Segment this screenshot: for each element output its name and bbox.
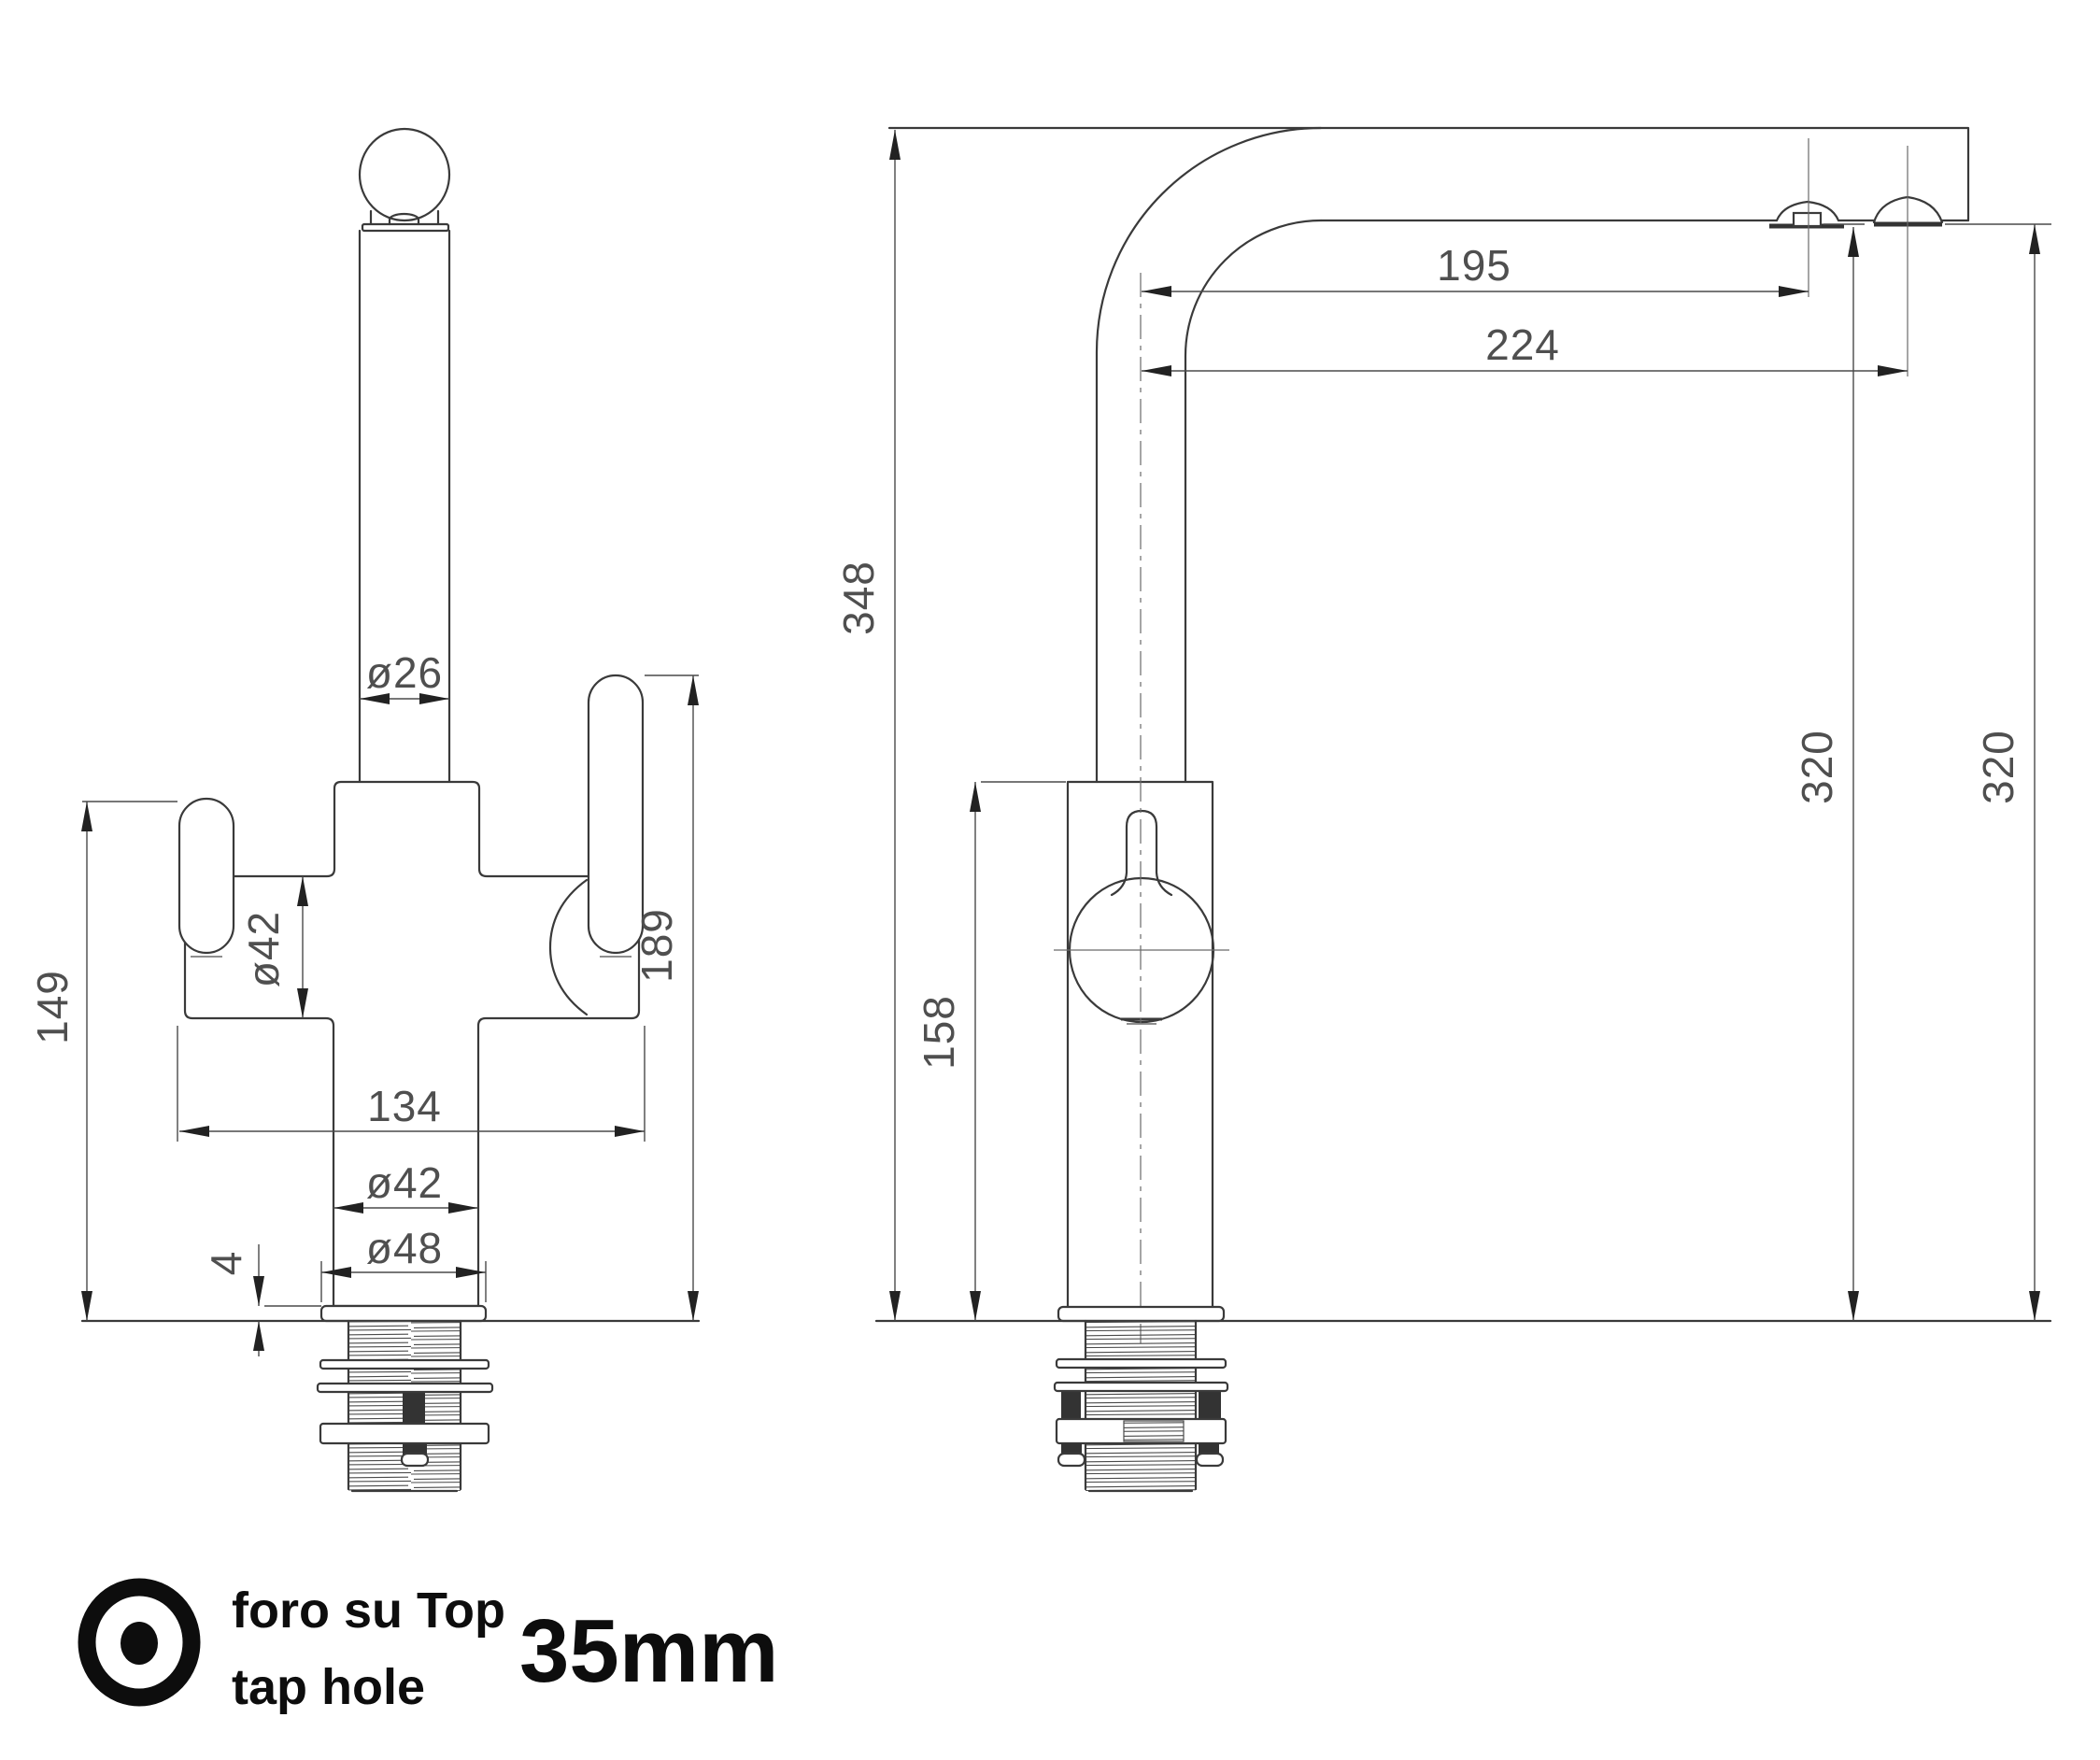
dim-label-134: 134 — [367, 1082, 442, 1130]
dim-label-320b: 320 — [1974, 730, 2022, 804]
front-thread-shank — [347, 1319, 462, 1493]
legend-label-english: tap hole — [232, 1659, 425, 1715]
dim-label-149: 149 — [28, 970, 77, 1044]
front-view: ø26 ø42 134 ø42 ø48 4 149 189 — [28, 127, 701, 1493]
dim-label-4: 4 — [202, 1251, 250, 1276]
front-base-flange — [319, 1304, 488, 1323]
front-shank-notch — [400, 1452, 430, 1468]
front-shank-slot-upper — [403, 1391, 425, 1425]
side-view: 195 224 348 158 320 320 — [834, 126, 2052, 1493]
side-thread-texture — [1085, 1321, 1196, 1491]
dim-label-158: 158 — [915, 995, 963, 1070]
tap-hole-icon — [78, 1578, 201, 1707]
dim-label-189: 189 — [632, 908, 681, 983]
side-base-flange — [1057, 1305, 1226, 1323]
front-riser-tube — [358, 229, 451, 784]
spout-bend-and-riser — [1095, 126, 1323, 784]
dim-label-o48: ø48 — [366, 1224, 443, 1272]
side-shank-notch-left — [1057, 1452, 1086, 1468]
front-washer-2 — [316, 1382, 494, 1394]
dim-label-o42-body: ø42 — [239, 911, 288, 987]
dim-label-o26: ø26 — [366, 648, 443, 697]
handle-lever-left — [177, 797, 235, 955]
dim-label-348: 348 — [834, 561, 883, 635]
dim-label-o42-base: ø42 — [366, 1158, 443, 1207]
dim-label-320a: 320 — [1793, 730, 1841, 804]
side-stem-lever — [1110, 809, 1173, 897]
nut-thread-window — [1123, 1420, 1185, 1442]
dim-label-195: 195 — [1437, 241, 1511, 290]
outlet-dome-1 — [1775, 200, 1840, 222]
legend: foro su Top tap hole 35mm — [78, 1578, 779, 1715]
valve-boss-arc — [548, 878, 589, 1016]
side-washer-2 — [1053, 1381, 1229, 1393]
legend-label-italian: foro su Top — [232, 1583, 505, 1639]
knob-base-plate — [361, 222, 450, 233]
dim-label-224: 224 — [1485, 320, 1560, 369]
side-shank-notch-right — [1195, 1452, 1225, 1468]
legend-hole-size: 35mm — [519, 1601, 779, 1701]
outlet-centerlines — [1808, 138, 1908, 376]
handle-lever-right — [587, 674, 645, 955]
outlet-aerator-notch — [1792, 211, 1823, 228]
knob-collar — [369, 209, 440, 226]
front-washer-1 — [319, 1358, 490, 1370]
side-washer-1 — [1055, 1357, 1227, 1370]
front-mounting-nut — [319, 1422, 490, 1445]
handle-knob-sphere — [358, 127, 451, 222]
knob-base-notch — [388, 212, 420, 226]
